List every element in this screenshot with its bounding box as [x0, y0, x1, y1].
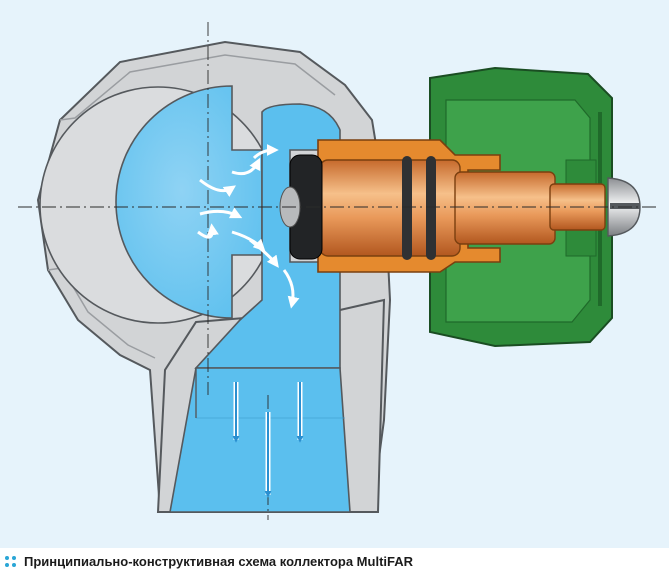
figure-caption: Принципиально-конструктивная схема колле…	[24, 554, 414, 569]
diagram-svg	[18, 22, 660, 520]
water-channel	[115, 85, 351, 513]
figure-caption-bar: Принципиально-конструктивная схема колле…	[0, 548, 669, 575]
four-dots-icon	[4, 555, 18, 569]
o-rings	[402, 156, 436, 260]
flow-arrows	[197, 144, 304, 498]
center-lines	[18, 22, 660, 520]
valve-spindle	[279, 154, 606, 260]
